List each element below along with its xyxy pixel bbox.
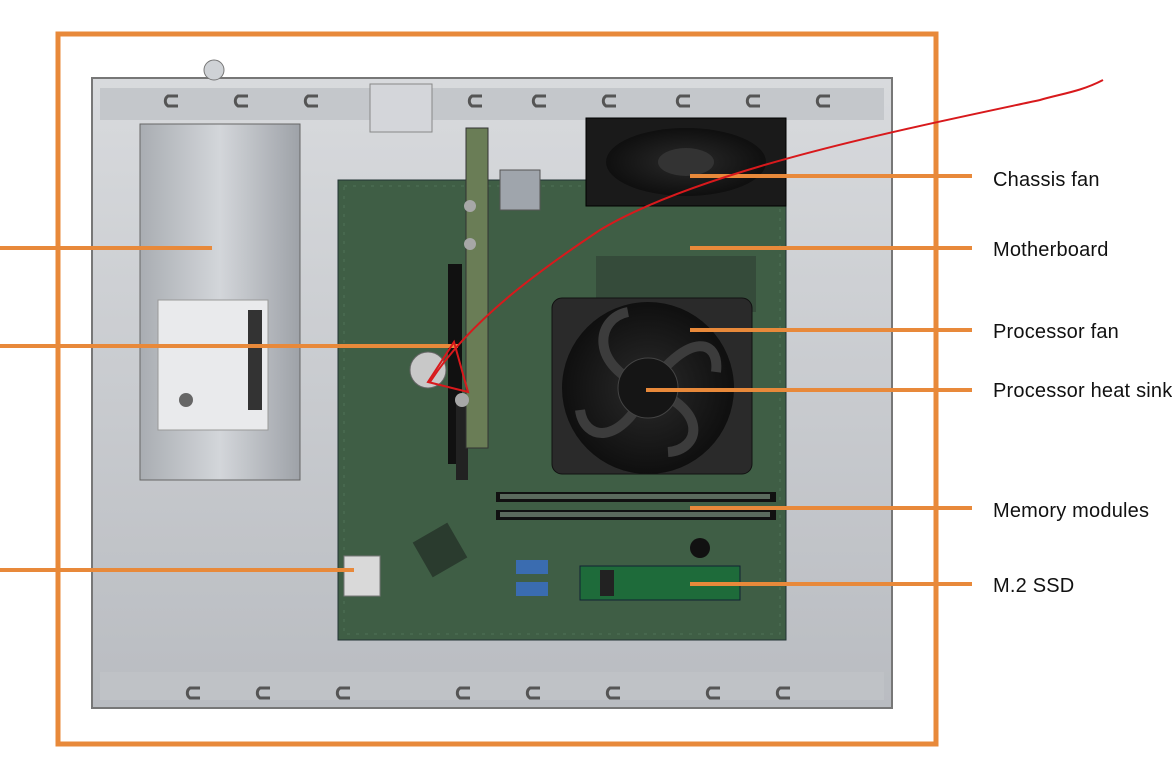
power-supply [139, 123, 301, 481]
red-pointer [426, 79, 1104, 394]
callout-label-m2-ssd: M.2 SSD [993, 575, 1075, 597]
chassis-fan [585, 117, 787, 207]
callout-label-processor-fan: Processor fan [993, 321, 1119, 343]
processor-cooler [551, 297, 753, 475]
callout-label-chassis-fan: Chassis fan [993, 169, 1100, 191]
callout-label-memory-modules: Memory modules [993, 500, 1150, 522]
callout-label-processor-heat-sink: Processor heat sink [993, 380, 1172, 402]
right-leaders [646, 174, 972, 586]
left-leaders [0, 246, 458, 572]
chassis-diagram [0, 31, 1104, 747]
callout-label-motherboard: Motherboard [993, 239, 1109, 261]
